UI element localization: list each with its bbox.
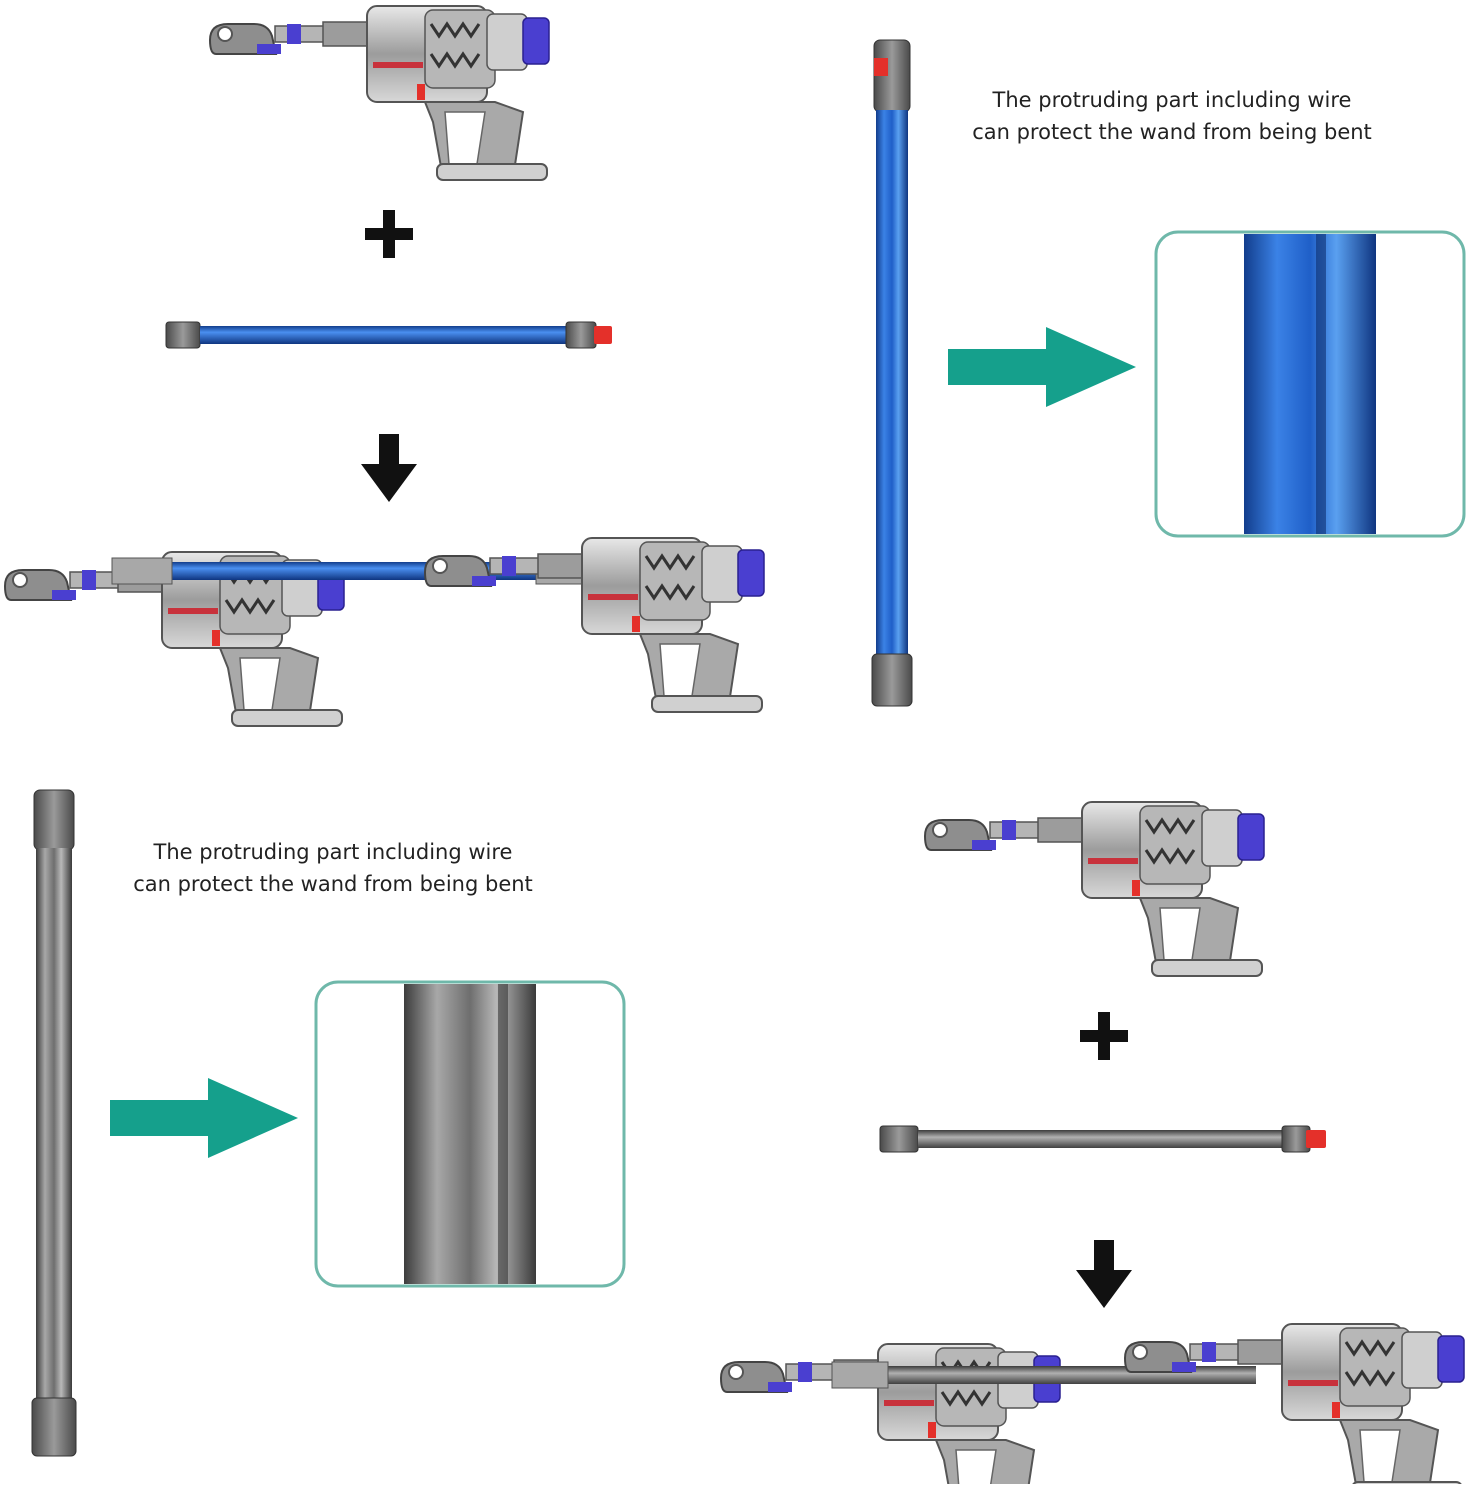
vacuum-body-top [208, 4, 551, 182]
arrow-right-icon [948, 327, 1136, 407]
plus-icon-2 [1080, 1012, 1128, 1060]
plus-icon [365, 210, 413, 258]
arrow-right-icon-2 [110, 1078, 298, 1158]
blue-wand-vertical [871, 39, 913, 707]
arrow-down-icon-2 [1076, 1240, 1132, 1308]
assembled-vacuum-blue [3, 536, 766, 728]
caption-bottom-left: The protruding part including wire can p… [133, 840, 533, 896]
silver-wand-horizontal [879, 1125, 1326, 1153]
silver-wand-zoom-frame [314, 980, 626, 1288]
arrow-down-icon [361, 434, 417, 502]
assembled-vacuum-silver [719, 1322, 1466, 1488]
blue-wand-horizontal [165, 321, 612, 349]
caption-top-right: The protruding part including wire can p… [972, 88, 1372, 144]
blue-wand-zoom-frame [1154, 230, 1466, 538]
silver-wand-vertical [31, 789, 77, 1457]
vacuum-body-bottom [923, 800, 1266, 978]
